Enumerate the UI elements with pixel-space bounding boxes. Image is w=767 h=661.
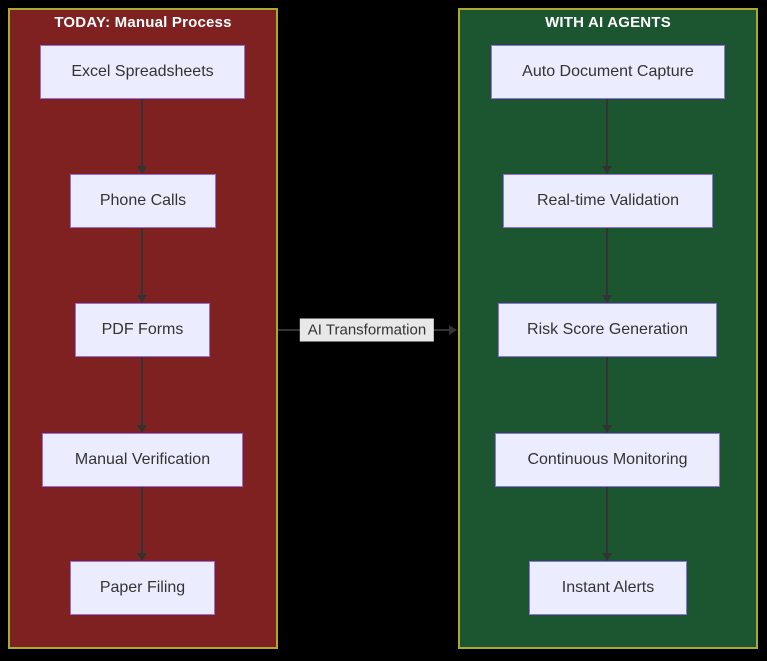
node-continuous-monitoring: Continuous Monitoring xyxy=(495,433,720,487)
edge-verification-to-filing xyxy=(141,487,143,553)
edge-monitoring-to-alerts xyxy=(606,487,608,553)
panel-manual-process-title: TODAY: Manual Process xyxy=(54,14,232,31)
arrowhead-down-icon xyxy=(602,425,612,433)
arrowhead-down-icon xyxy=(137,553,147,561)
arrowhead-down-icon xyxy=(137,166,147,174)
arrowhead-down-icon xyxy=(137,425,147,433)
arrowhead-down-icon xyxy=(602,553,612,561)
arrowhead-down-icon xyxy=(602,166,612,174)
node-risk-score-generation: Risk Score Generation xyxy=(498,303,717,357)
edge-pdf-to-verification xyxy=(141,357,143,425)
panel-ai-agents-title: WITH AI AGENTS xyxy=(545,14,671,31)
edge-phone-to-pdf xyxy=(141,228,143,295)
arrowhead-right-icon xyxy=(449,325,457,335)
node-pdf-forms: PDF Forms xyxy=(75,303,210,357)
node-manual-verification: Manual Verification xyxy=(42,433,243,487)
node-real-time-validation: Real-time Validation xyxy=(503,174,713,228)
edge-capture-to-validation xyxy=(606,99,608,166)
node-auto-document-capture: Auto Document Capture xyxy=(491,45,725,99)
arrowhead-down-icon xyxy=(137,295,147,303)
arrowhead-down-icon xyxy=(602,295,612,303)
edge-validation-to-riskscore xyxy=(606,228,608,295)
node-excel-spreadsheets: Excel Spreadsheets xyxy=(40,45,245,99)
node-instant-alerts: Instant Alerts xyxy=(529,561,687,615)
edge-label-ai-transformation: AI Transformation xyxy=(299,318,435,342)
edge-riskscore-to-monitoring xyxy=(606,357,608,425)
node-phone-calls: Phone Calls xyxy=(70,174,216,228)
edge-excel-to-phone xyxy=(141,99,143,166)
node-paper-filing: Paper Filing xyxy=(70,561,215,615)
